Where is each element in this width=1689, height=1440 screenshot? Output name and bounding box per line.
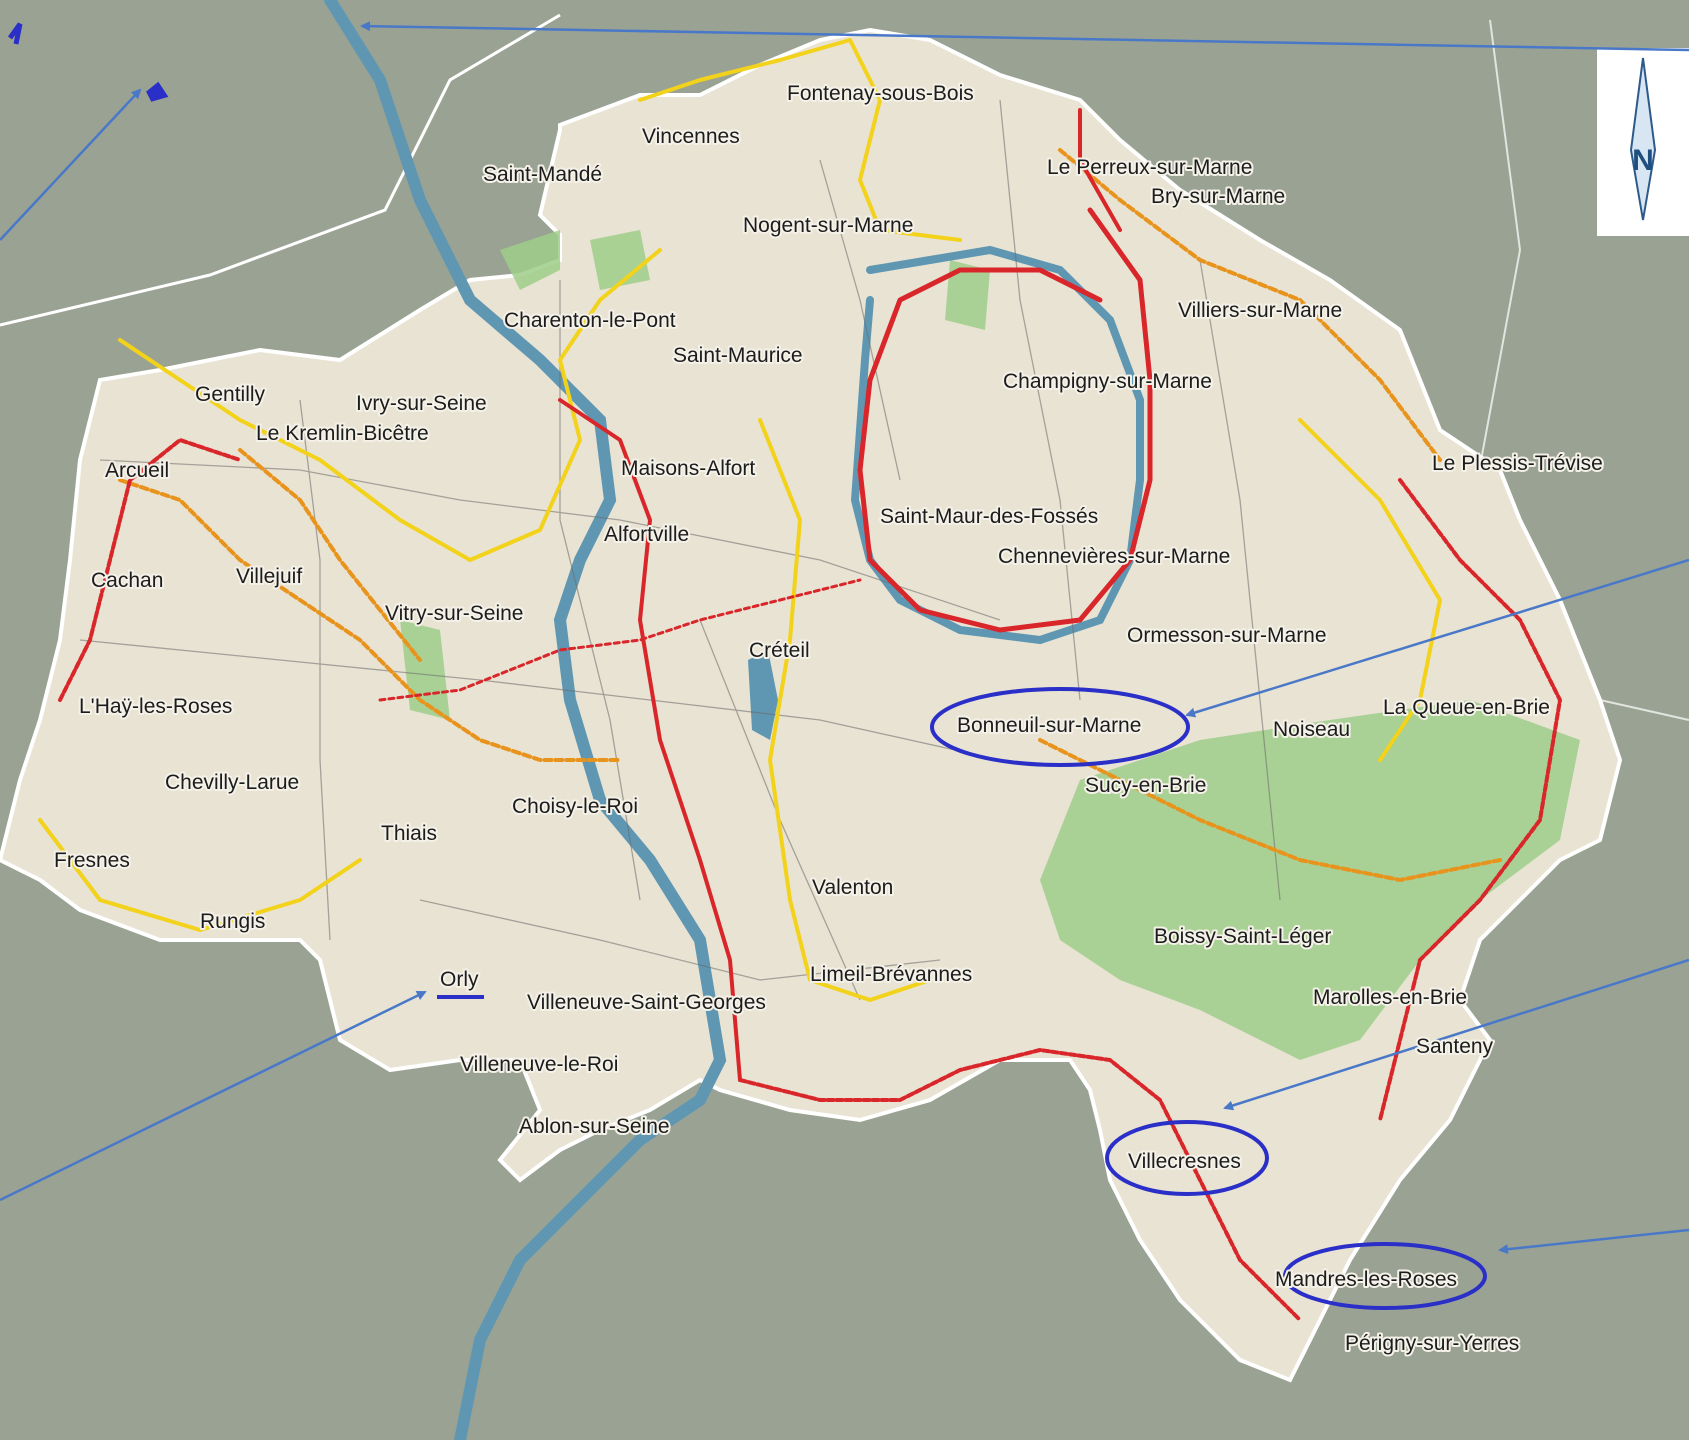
arrow-bonneuil: [1185, 558, 1689, 718]
marne-river: [850, 245, 1144, 645]
circle-bonneuil-sur-marne: [930, 687, 1190, 767]
label-marolles-en-brie: Marolles-en-Brie: [1313, 986, 1467, 1009]
route-red-west: [58, 438, 242, 702]
route-yellow-5: [38, 818, 362, 932]
label-saint-maur-des-fosses: Saint-Maur-des-Fossés: [880, 505, 1098, 528]
commune-labels: Fontenay-sous-Bois Vincennes Saint-Mandé…: [52, 80, 1605, 1357]
label-orly: Orly: [440, 968, 479, 991]
label-charenton-le-pont: Charenton-le-Pont: [504, 309, 676, 332]
circle-villecresnes: [1105, 1120, 1269, 1196]
label-rungis: Rungis: [200, 910, 265, 933]
label-alfortville: Alfortville: [604, 523, 689, 546]
label-cachan: Cachan: [91, 569, 163, 592]
route-orange-1: [118, 478, 622, 762]
label-le-perreux-sur-marne: Le Perreux-sur-Marne: [1047, 156, 1252, 179]
label-creteil: Créteil: [749, 639, 810, 662]
commune-boundaries: [79, 99, 1281, 1001]
label-le-plessis-trevise: Le Plessis-Trévise: [1432, 452, 1603, 475]
route-red-east: [1378, 478, 1562, 1122]
arrow-orly: [0, 990, 427, 1202]
label-chevilly-larue: Chevilly-Larue: [165, 771, 299, 794]
label-saint-maurice: Saint-Maurice: [673, 344, 803, 367]
route-red-center: [378, 578, 862, 702]
seine-river: [324, 0, 727, 1440]
circle-mandres-les-roses: [1283, 1242, 1487, 1310]
label-fresnes: Fresnes: [54, 849, 130, 872]
label-bonneuil-sur-marne: Bonneuil-sur-Marne: [957, 714, 1141, 737]
label-le-kremlin-bicetre: Le Kremlin-Bicêtre: [256, 422, 429, 445]
route-yellow-2: [638, 38, 962, 242]
label-mandres-les-roses: Mandres-les-Roses: [1275, 1268, 1457, 1291]
label-champigny-sur-marne: Champigny-sur-Marne: [1003, 370, 1212, 393]
label-villeneuve-saint-georges: Villeneuve-Saint-Georges: [527, 991, 766, 1014]
mark-paris: [146, 81, 169, 102]
arrow-top: [360, 21, 1689, 52]
label-ormesson-sur-marne: Ormesson-sur-Marne: [1127, 624, 1327, 647]
route-yellow-4: [1298, 418, 1442, 762]
label-villiers-sur-marne: Villiers-sur-Marne: [1178, 299, 1342, 322]
route-red-seine: [558, 398, 742, 1082]
label-vincennes: Vincennes: [642, 125, 740, 148]
label-bry-sur-marne: Bry-sur-Marne: [1151, 185, 1285, 208]
label-santeny: Santeny: [1416, 1035, 1494, 1058]
route-orange-2: [1038, 738, 1502, 882]
route-orange-4: [238, 448, 422, 662]
label-villecresnes: Villecresnes: [1128, 1150, 1241, 1173]
department-area: [0, 27, 1623, 1383]
label-limeil-brevannes: Limeil-Brévannes: [810, 963, 972, 986]
label-maisons-alfort: Maisons-Alfort: [621, 457, 755, 480]
route-red-marne-loop: [857, 207, 1153, 633]
route-red-south: [738, 1048, 1302, 1322]
label-nogent-sur-marne: Nogent-sur-Marne: [743, 214, 913, 237]
label-vitry-sur-seine: Vitry-sur-Seine: [385, 602, 524, 625]
route-orange-3: [1058, 148, 1442, 462]
route-yellow-1: [118, 248, 662, 562]
route-red-north: [1078, 108, 1122, 232]
label-fontenay-sous-bois: Fontenay-sous-Bois: [787, 82, 974, 105]
callout-arrows: [0, 21, 1689, 1255]
label-sucy-en-brie: Sucy-en-Brie: [1085, 774, 1206, 797]
label-thiais: Thiais: [381, 822, 437, 845]
label-boissy-saint-leger: Boissy-Saint-Léger: [1154, 925, 1331, 948]
north-arrow: N: [1597, 48, 1689, 236]
label-chennevieres-sur-marne: Chennevières-sur-Marne: [998, 545, 1230, 568]
label-saint-mande: Saint-Mandé: [483, 163, 602, 186]
mark-top-left: [7, 22, 23, 45]
label-perigny-sur-yerres: Périgny-sur-Yerres: [1345, 1332, 1519, 1355]
routes: [38, 38, 1562, 1322]
label-ablon-sur-seine: Ablon-sur-Seine: [519, 1115, 670, 1138]
lake-creteil: [748, 650, 778, 740]
rivers: [324, 0, 1144, 1440]
label-la-queue-en-brie: La Queue-en-Brie: [1383, 696, 1550, 719]
label-gentilly: Gentilly: [195, 383, 266, 406]
arrow-mandres: [1498, 1228, 1689, 1255]
label-valenton: Valenton: [812, 876, 893, 899]
arrow-villecresnes: [1223, 958, 1689, 1111]
label-choisy-le-roi: Choisy-le-Roi: [512, 795, 638, 818]
label-villeneuve-le-roi: Villeneuve-le-Roi: [460, 1053, 618, 1076]
label-lhay-les-roses: L'Haÿ-les-Roses: [79, 695, 232, 718]
label-villejuif: Villejuif: [236, 565, 302, 588]
arrow-top-left: [0, 88, 142, 241]
annotations: [7, 22, 1487, 1310]
paris-boundary: [0, 13, 561, 327]
label-arcueil: Arcueil: [105, 459, 169, 482]
north-label: N: [1632, 144, 1654, 177]
label-ivry-sur-seine: Ivry-sur-Seine: [356, 392, 487, 415]
label-noiseau: Noiseau: [1273, 718, 1350, 741]
route-yellow-3: [758, 418, 932, 1002]
